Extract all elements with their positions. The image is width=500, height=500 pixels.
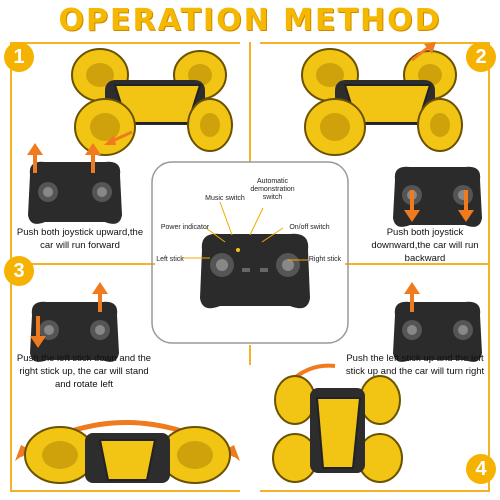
car-image-step1 xyxy=(71,48,233,156)
arrow-forward-step1 xyxy=(104,130,133,145)
center-frame xyxy=(151,161,349,344)
frame-line-middle-left xyxy=(10,263,155,265)
frame-line-bottom-right xyxy=(260,490,490,492)
controller-image-step2 xyxy=(393,166,482,227)
arrow-down-right-step2 xyxy=(458,190,474,222)
arrow-up-left-step1 xyxy=(27,143,43,173)
step2-text: Push both joystick downward,the car will… xyxy=(371,227,479,264)
arrow-down-left-step3 xyxy=(30,316,46,348)
label-right-stick: Right stick xyxy=(308,256,342,263)
label-onoff-switch: On/off switch xyxy=(289,224,330,231)
frame-line-top-left xyxy=(10,42,240,44)
frame-line-middle-right xyxy=(345,263,490,265)
label-music-switch: Music switch xyxy=(205,195,245,202)
step3-text: Push the left stick down and the right s… xyxy=(16,353,152,390)
frame-line-bottom-left xyxy=(10,490,240,492)
label-left-stick: Left stick xyxy=(156,256,184,263)
arrow-up-right-step3 xyxy=(92,282,108,312)
frame-line-vertical xyxy=(249,42,251,162)
car-image-step3 xyxy=(15,420,240,484)
controller-image-step1 xyxy=(28,161,122,224)
arrow-up-right-step1 xyxy=(85,143,101,173)
controller-image-step4 xyxy=(393,301,482,362)
arrow-up-left-step4 xyxy=(404,282,420,312)
frame-line-vertical-bottom xyxy=(249,345,251,365)
step-badge-3: 3 xyxy=(4,256,34,286)
car-image-step4 xyxy=(272,363,403,483)
step-badge-1: 1 xyxy=(4,42,34,72)
center-leader-lines xyxy=(182,201,308,261)
frame-line-right xyxy=(488,42,490,492)
arrow-backward-step2 xyxy=(411,42,436,62)
controller-image-step3 xyxy=(30,301,119,362)
step-badge-2: 2 xyxy=(466,42,496,72)
step4-text: Push the left stick up and the left stic… xyxy=(345,353,485,377)
step-badge-4: 4 xyxy=(466,454,496,484)
page-title: OPERATION METHOD xyxy=(58,2,442,38)
arrow-down-left-step2 xyxy=(404,190,420,222)
controller-image-center xyxy=(200,233,310,309)
label-power-indicator: Power indicator xyxy=(160,224,210,231)
label-automatic-demonstration-switch: Automatic demonstration switch xyxy=(250,178,295,201)
frame-line-top-right xyxy=(260,42,490,44)
step1-text: Push both joystick upward,the car will r… xyxy=(16,227,144,251)
